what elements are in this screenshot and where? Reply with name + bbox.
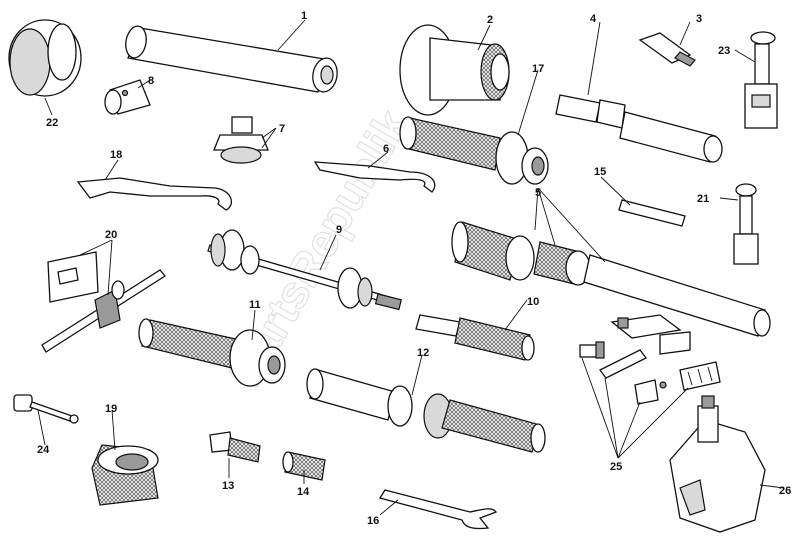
callout-25: 25 (610, 461, 622, 473)
part-19-knurled-nut (91, 444, 159, 506)
callout-1: 1 (301, 10, 307, 22)
part-6-hook-spanner (313, 161, 436, 193)
callout-16: 16 (367, 515, 379, 527)
part-2-flanged-tube (399, 24, 510, 116)
part-14-drift (282, 451, 326, 481)
callout-20: 20 (105, 229, 117, 241)
part-5-sleeve-set (451, 221, 771, 337)
callout-13: 13 (222, 480, 234, 492)
callout-14: 14 (297, 486, 310, 498)
part-23-tool (744, 31, 778, 129)
part-18-hook-spanner (76, 177, 233, 211)
part-17-drift (399, 116, 549, 185)
part-4-stepped-bar (555, 94, 723, 163)
callout-10: 10 (527, 296, 539, 308)
part-15-pin (618, 199, 686, 227)
callout-4: 4 (590, 13, 597, 25)
callout-21: 21 (697, 193, 709, 205)
part-24-bolt (13, 394, 79, 424)
callout-17: 17 (532, 63, 544, 75)
part-12-long-drift (306, 368, 546, 453)
part-26-press-tool (669, 395, 766, 533)
callout-23: 23 (718, 45, 730, 57)
part-13-drift (209, 431, 261, 463)
part-16-wrench (378, 489, 497, 530)
part-3-clip (638, 32, 696, 67)
callout-19: 19 (105, 403, 117, 415)
callout-2: 2 (487, 14, 493, 26)
callout-15: 15 (594, 166, 606, 178)
callout-18: 18 (110, 149, 122, 161)
part-25-puller-kit (579, 314, 721, 405)
callout-labels: 1 2 3 4 5 6 7 8 9 10 11 12 13 14 15 16 1… (37, 10, 791, 527)
callout-5: 5 (535, 187, 541, 199)
callout-24: 24 (37, 444, 50, 456)
part-21-tool (733, 183, 759, 265)
part-10-drift (415, 314, 535, 361)
callout-8: 8 (148, 75, 154, 87)
leader-lines (37, 19, 785, 516)
callout-12: 12 (417, 347, 429, 359)
callout-3: 3 (696, 13, 702, 25)
part-7-fitting (213, 116, 269, 164)
callout-6: 6 (383, 143, 389, 155)
callout-26: 26 (779, 485, 791, 497)
part-1-tube (125, 25, 338, 93)
callout-11: 11 (249, 299, 261, 311)
part-9-shaft (207, 229, 403, 311)
part-20-puller (41, 251, 166, 353)
callout-22: 22 (46, 117, 58, 129)
part-11-drift (138, 318, 286, 387)
callout-9: 9 (336, 224, 342, 236)
part-22-ring (8, 19, 82, 97)
callout-7: 7 (279, 123, 285, 135)
part-8-sleeve (104, 79, 151, 115)
